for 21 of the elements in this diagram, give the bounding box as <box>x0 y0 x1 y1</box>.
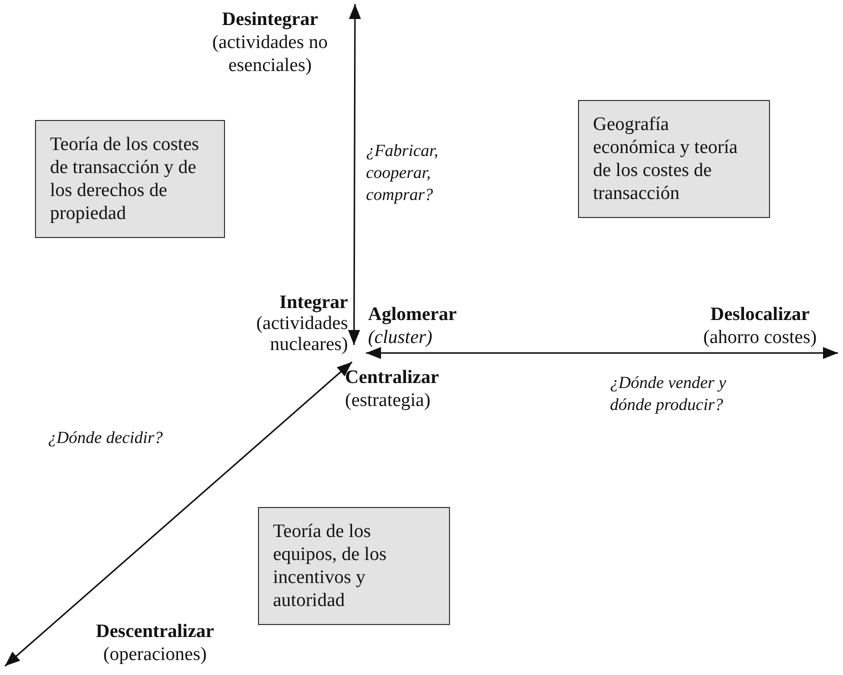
axis-heading: Desintegrar <box>220 8 320 31</box>
double-arrow <box>366 347 838 359</box>
theory-box <box>578 100 770 218</box>
axis-subtext: (actividades no esenciales) <box>211 31 329 77</box>
axis-subtext: (estrategia) <box>345 389 432 412</box>
double-arrow <box>348 4 361 345</box>
axis-heading: Aglomerar <box>368 303 458 326</box>
theory-text: Teoría de los equipos, de los incentivos y autoridad <box>273 520 388 612</box>
axis-subtext: (ahorro costes) <box>702 326 818 349</box>
theory-text: Teoría de los costes de transacción y de los derechos de propiedad <box>50 133 200 225</box>
theory-box <box>35 120 225 238</box>
axis-subtext: (cluster) <box>368 326 434 349</box>
axis-heading: Centralizar <box>345 366 440 389</box>
axis-subtext: (operaciones) <box>102 643 208 666</box>
theory-text: Geografía económica y teoría de los costes de transacción <box>593 113 739 205</box>
theory-box <box>258 507 450 625</box>
axis-subtext: (actividades nucleares) <box>255 313 348 355</box>
axis-heading: Deslocalizar <box>709 303 811 326</box>
axis-heading: Integrar <box>278 292 348 313</box>
axis-heading: Descentralizar <box>94 620 216 643</box>
double-arrow <box>4 361 352 667</box>
